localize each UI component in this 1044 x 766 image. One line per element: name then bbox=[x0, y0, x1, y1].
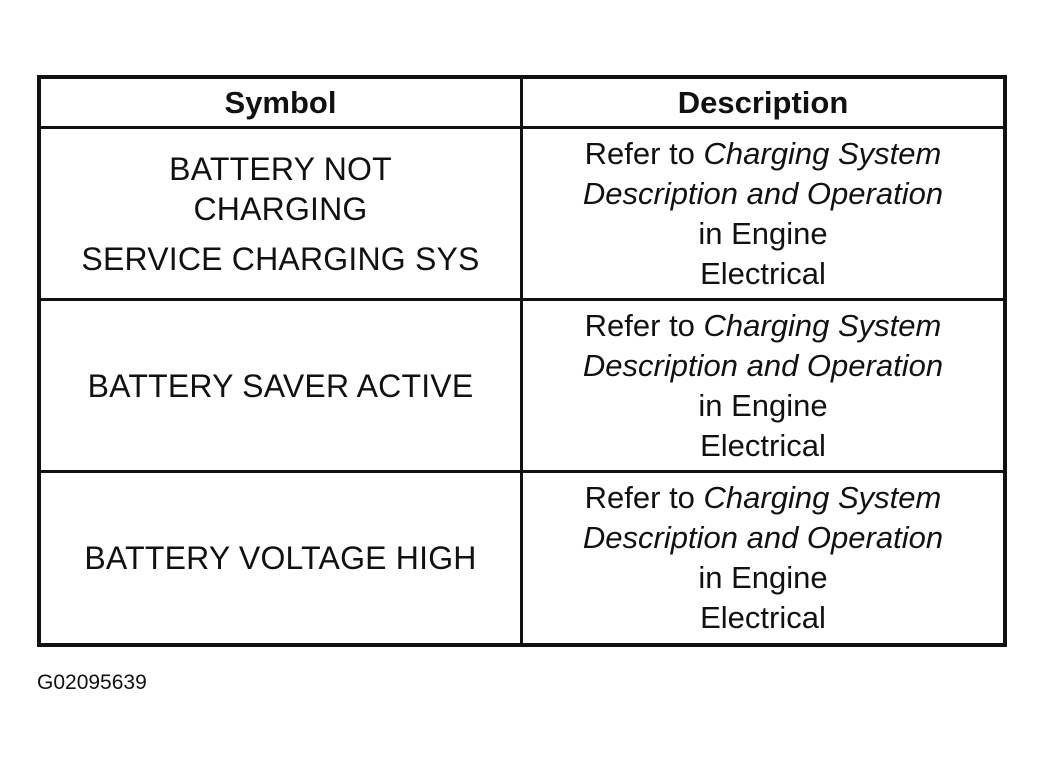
header-description: Description bbox=[523, 79, 1003, 129]
description-reference: Description and Operation bbox=[582, 175, 944, 211]
description-cell: Refer to Charging System Description and… bbox=[523, 129, 1003, 301]
description-reference: Description and Operation bbox=[582, 347, 944, 383]
description-line: Electrical bbox=[700, 255, 826, 291]
description-prefix: Refer to bbox=[584, 307, 704, 343]
description-line: Electrical bbox=[700, 600, 826, 635]
description-prefix: Refer to bbox=[584, 480, 704, 515]
description-cell: Refer to Charging System Description and… bbox=[523, 301, 1003, 473]
description-cell: Refer to Charging System Description and… bbox=[523, 473, 1003, 643]
description-line: Refer to Charging System bbox=[585, 478, 942, 518]
figure-id: G02095639 bbox=[37, 671, 147, 694]
description-reference: Charging System bbox=[703, 135, 942, 171]
description-line: Description and Operation bbox=[583, 346, 943, 386]
symbol-text: BATTERY SAVER ACTIVE bbox=[87, 367, 474, 404]
symbol-text: BATTERY VOLTAGE HIGH bbox=[84, 540, 477, 576]
description-reference: Charging System bbox=[703, 480, 942, 515]
description-line: Refer to Charging System bbox=[585, 306, 942, 346]
description-reference: Charging System bbox=[703, 307, 942, 343]
description-line: Description and Operation bbox=[583, 174, 943, 214]
symbol-text: CHARGING bbox=[193, 190, 368, 227]
description-line: Description and Operation bbox=[583, 518, 943, 558]
message-table: Symbol Description BATTERY NOT CHARGING … bbox=[37, 75, 1007, 647]
description-line: in Engine bbox=[698, 560, 828, 595]
symbol-cell: BATTERY SAVER ACTIVE bbox=[41, 301, 523, 473]
description-line: Refer to Charging System bbox=[585, 134, 942, 174]
symbol-cell: BATTERY VOLTAGE HIGH bbox=[41, 473, 523, 643]
description-line: in Engine bbox=[698, 387, 828, 423]
description-reference: Description and Operation bbox=[582, 520, 944, 555]
description-line: in Engine bbox=[698, 215, 828, 251]
description-prefix: Refer to bbox=[584, 135, 704, 171]
description-line: Electrical bbox=[700, 427, 826, 463]
symbol-cell: BATTERY NOT CHARGING SERVICE CHARGING SY… bbox=[41, 129, 523, 301]
symbol-text: BATTERY NOT bbox=[169, 150, 392, 187]
symbol-text: SERVICE CHARGING SYS bbox=[81, 240, 480, 277]
message-table-grid: Symbol Description BATTERY NOT CHARGING … bbox=[41, 79, 1003, 643]
header-symbol: Symbol bbox=[41, 79, 523, 129]
